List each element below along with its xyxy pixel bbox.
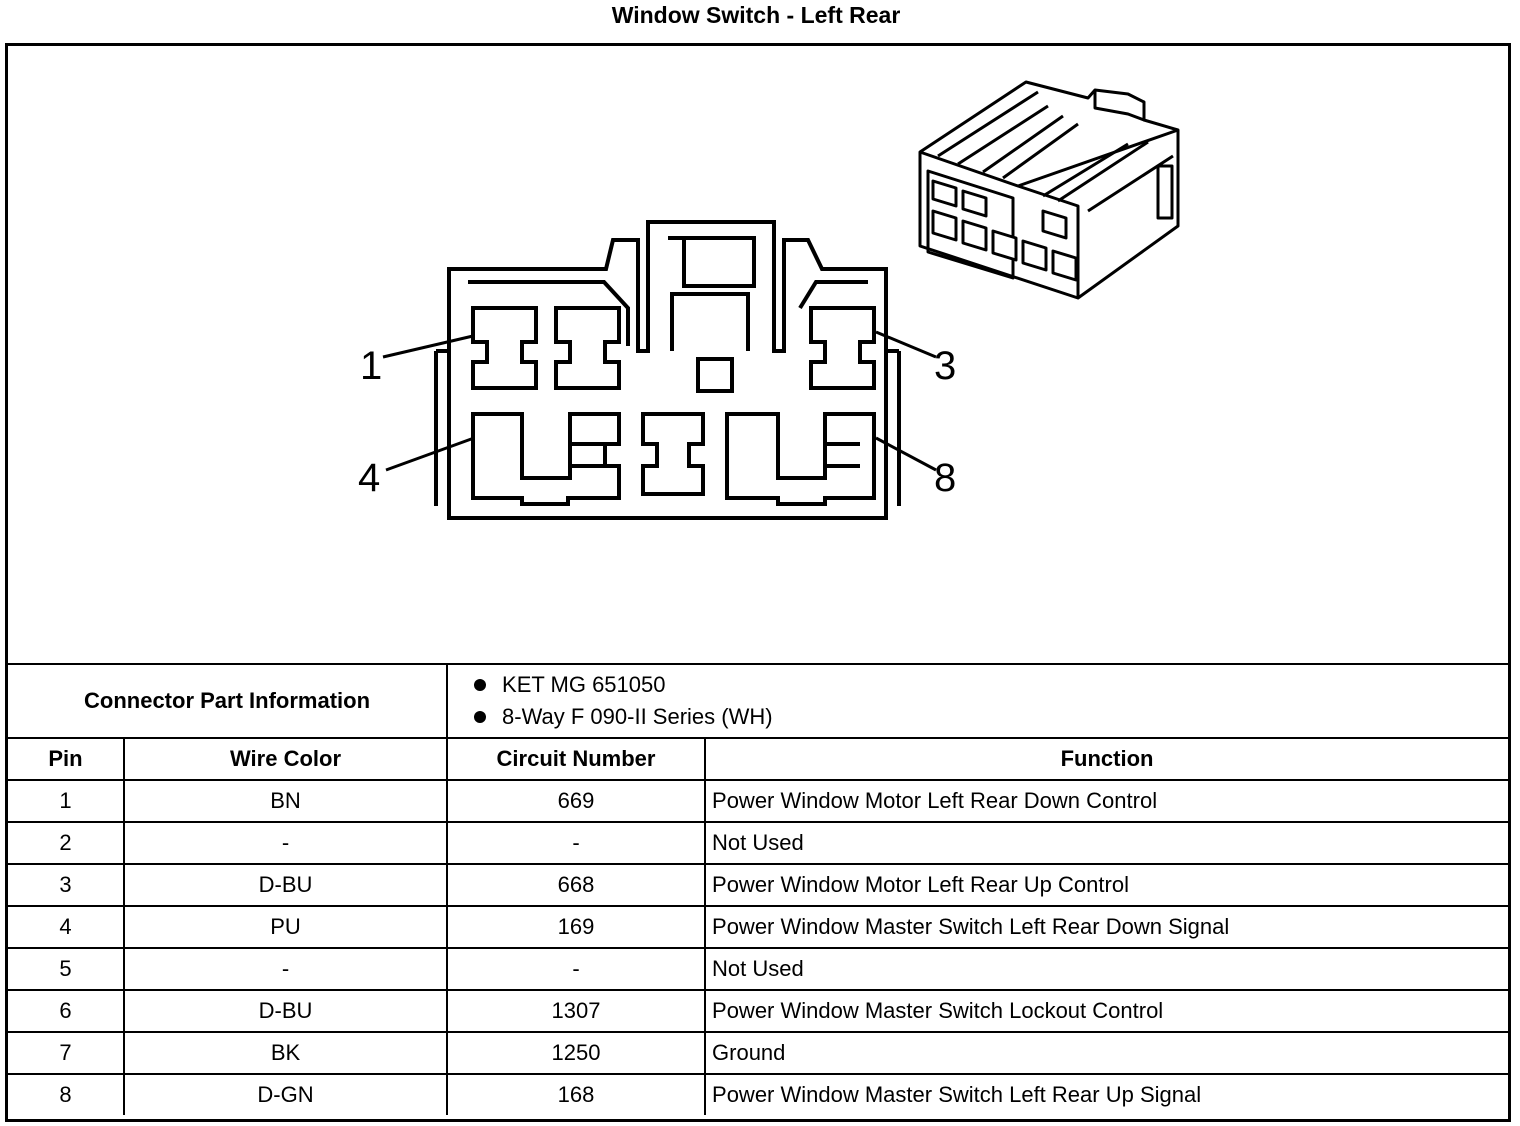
pin-cell: 2 [8,821,125,865]
table-row: 3 D-BU 668 Power Window Motor Left Rear … [8,863,1509,907]
table-row: 4 PU 169 Power Window Master Switch Left… [8,905,1509,949]
cavity-pin-4-5 [471,412,621,506]
circuit-number-cell: 669 [446,779,707,823]
wire-color-cell: D-BU [122,863,449,907]
header-function: Function [704,737,1509,781]
pin-cell: 1 [8,779,125,823]
left-rail [434,349,450,506]
wire-color-cell: BN [122,779,449,823]
pinout-table: Connector Part Information KET MG 651050… [8,663,1509,1115]
header-pin: Pin [8,737,125,781]
cavity-pin-6 [641,412,705,496]
page-title: Window Switch - Left Rear [611,2,901,28]
key-square [696,357,734,393]
leader-pin-8 [875,436,937,472]
housing-inner-edge [468,236,868,346]
pin-cell: 3 [8,863,125,907]
function-cell: Power Window Motor Left Rear Up Control [704,863,1509,907]
pin-cell: 6 [8,989,125,1033]
pin-cell: 5 [8,947,125,991]
connector-sheet: 1 3 4 8 [5,43,1511,1122]
function-cell: Power Window Master Switch Left Rear Dow… [704,905,1509,949]
table-row: 7 BK 1250 Ground [8,1031,1509,1075]
connector-housing [447,220,888,520]
connector-info-item: 8-Way F 090-II Series (WH) [468,701,1508,733]
connector-info-list: KET MG 651050 8-Way F 090-II Series (WH) [446,663,1509,739]
circuit-number-cell: 169 [446,905,707,949]
leader-pin-3 [875,330,937,359]
pin-cell: 4 [8,905,125,949]
table-row: 8 D-GN 168 Power Window Master Switch Le… [8,1073,1509,1115]
wire-color-cell: D-GN [122,1073,449,1115]
wire-color-cell: D-BU [122,989,449,1033]
table-row: 5 - - Not Used [8,947,1509,991]
table-row: 2 - - Not Used [8,821,1509,865]
pin-cell: 7 [8,1031,125,1075]
connector-info-item: KET MG 651050 [468,669,1508,701]
connector-info-row: Connector Part Information KET MG 651050… [8,663,1509,739]
callout-1: 1 [360,344,382,388]
table-header-row: Pin Wire Color Circuit Number Function [8,737,1509,781]
function-cell: Power Window Motor Left Rear Down Contro… [704,779,1509,823]
cavity-pin-1 [471,306,538,390]
circuit-number-cell: 1307 [446,989,707,1033]
leader-pin-4 [385,436,475,472]
connector-3d-view [918,80,1180,300]
wire-color-cell: PU [122,905,449,949]
header-wire-color: Wire Color [122,737,449,781]
cavity-pin-3 [809,306,876,390]
callout-3: 3 [934,344,956,388]
wire-color-cell: BK [122,1031,449,1075]
function-cell: Not Used [704,947,1509,991]
function-cell: Ground [704,1031,1509,1075]
leader-pin-1 [382,334,474,359]
pin-cell: 8 [8,1073,125,1115]
callout-8: 8 [934,456,956,500]
table-row: 1 BN 669 Power Window Motor Left Rear Do… [8,779,1509,823]
connector-face-drawing: 1 3 4 8 [358,80,1180,520]
function-cell: Power Window Master Switch Lockout Contr… [704,989,1509,1033]
callout-leaders [382,330,937,472]
function-cell: Not Used [704,821,1509,865]
housing-cavity [670,292,750,351]
wire-color-cell: - [122,821,449,865]
cavity-pin-2 [554,306,621,390]
right-rail [886,349,901,506]
connector-info-label: Connector Part Information [8,663,449,739]
header-circuit-number: Circuit Number [446,737,707,781]
cavity-pin-7-8 [725,412,876,506]
table-row: 6 D-BU 1307 Power Window Master Switch L… [8,989,1509,1033]
connector-diagram: 1 3 4 8 [8,46,1508,663]
terminal-cavities [471,306,876,506]
circuit-number-cell: - [446,947,707,991]
callout-4: 4 [358,456,380,500]
function-cell: Power Window Master Switch Left Rear Up … [704,1073,1509,1115]
circuit-number-cell: 1250 [446,1031,707,1075]
wire-color-cell: - [122,947,449,991]
circuit-number-cell: 668 [446,863,707,907]
circuit-number-cell: - [446,821,707,865]
circuit-number-cell: 168 [446,1073,707,1115]
